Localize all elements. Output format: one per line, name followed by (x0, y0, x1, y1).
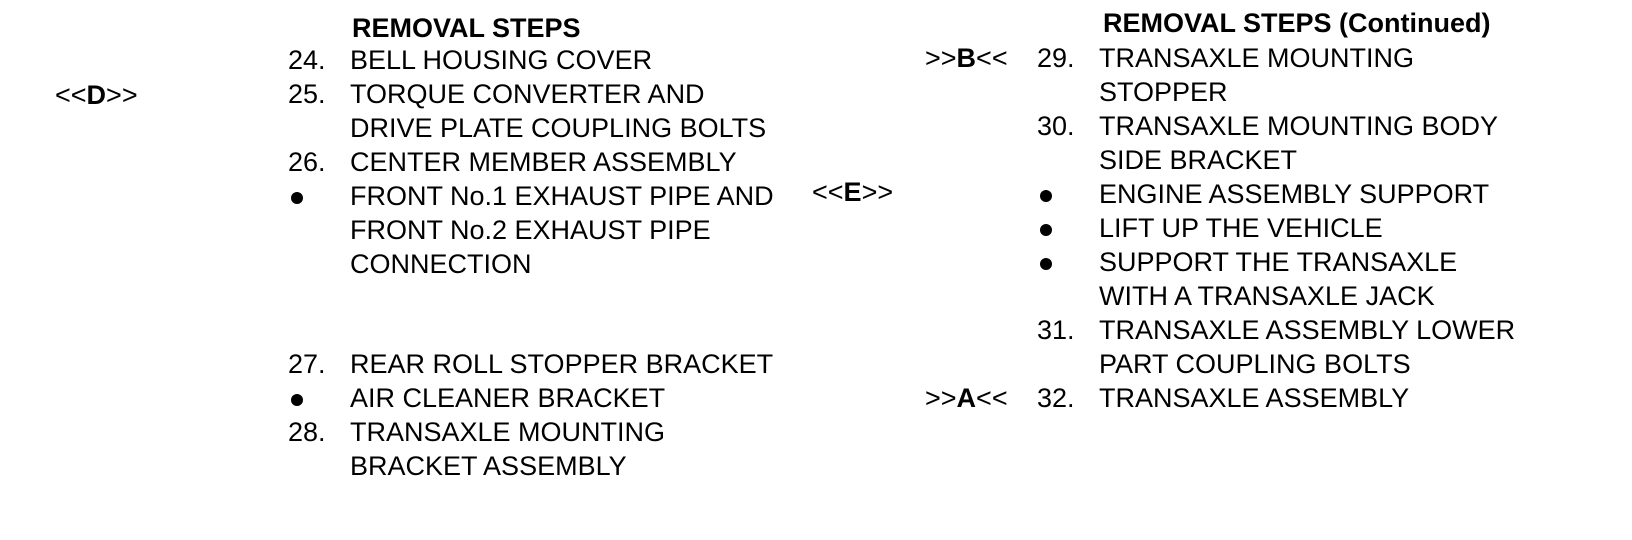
marker-letter: D (86, 80, 107, 110)
step-text: PART COUPLING BOLTS (1099, 349, 1411, 379)
step-text: ENGINE ASSEMBLY SUPPORT (1099, 179, 1490, 209)
step-number: 28. (288, 417, 326, 447)
step-text: SIDE BRACKET (1099, 145, 1298, 175)
step-row: 24. BELL HOUSING COVER (288, 43, 774, 77)
step-row: 26. CENTER MEMBER ASSEMBLY (288, 145, 774, 179)
step-row: ENGINE ASSEMBLY SUPPORT (1037, 177, 1515, 211)
bullet-icon (1037, 177, 1099, 211)
step-text: CONNECTION (350, 249, 532, 279)
step-number: 24. (288, 45, 326, 75)
step-text: BELL HOUSING COVER (350, 45, 653, 75)
step-text: AIR CLEANER BRACKET (350, 383, 666, 413)
step-row: SIDE BRACKET (1037, 143, 1515, 177)
marker-suffix: << (976, 43, 1008, 73)
step-row: SUPPORT THE TRANSAXLE (1037, 245, 1515, 279)
step-number: 30. (1037, 111, 1075, 141)
step-row: 27. REAR ROLL STOPPER BRACKET (288, 347, 773, 381)
step-row: BRACKET ASSEMBLY (288, 449, 773, 483)
right-column-heading: REMOVAL STEPS (Continued) (1103, 8, 1491, 38)
step-text: FRONT No.1 EXHAUST PIPE AND (350, 181, 774, 211)
step-row: CONNECTION (288, 247, 774, 281)
step-text: TRANSAXLE MOUNTING BODY (1099, 111, 1499, 141)
step-text: TRANSAXLE ASSEMBLY LOWER (1099, 315, 1516, 345)
removal-marker-b: >>B<< (925, 41, 1008, 75)
step-number: 29. (1037, 43, 1075, 73)
step-number: 25. (288, 79, 326, 109)
step-text: TRANSAXLE MOUNTING (350, 417, 666, 447)
step-row: FRONT No.1 EXHAUST PIPE AND (288, 179, 774, 213)
left-column-heading: REMOVAL STEPS (352, 13, 581, 43)
step-text: TORQUE CONVERTER AND (350, 79, 705, 109)
removal-marker-d: <<D>> (55, 78, 138, 112)
marker-suffix: >> (861, 177, 894, 207)
step-text: CENTER MEMBER ASSEMBLY (350, 147, 737, 177)
step-row: 28. TRANSAXLE MOUNTING (288, 415, 773, 449)
step-row: AIR CLEANER BRACKET (288, 381, 773, 415)
step-text: TRANSAXLE ASSEMBLY (1099, 383, 1410, 413)
step-text: REAR ROLL STOPPER BRACKET (350, 349, 774, 379)
step-row: STOPPER (1037, 75, 1515, 109)
bullet-dot (291, 394, 303, 406)
removal-marker-a: >>A<< (925, 381, 1008, 415)
step-row: 30. TRANSAXLE MOUNTING BODY (1037, 109, 1515, 143)
step-text: DRIVE PLATE COUPLING BOLTS (350, 113, 767, 143)
step-row: 25. TORQUE CONVERTER AND (288, 77, 774, 111)
step-number: 26. (288, 147, 326, 177)
step-text: BRACKET ASSEMBLY (350, 451, 627, 481)
step-row: FRONT No.2 EXHAUST PIPE (288, 213, 774, 247)
step-number: 31. (1037, 315, 1075, 345)
step-row: LIFT UP THE VEHICLE (1037, 211, 1515, 245)
marker-letter: E (843, 177, 862, 207)
step-number: 32. (1037, 383, 1075, 413)
marker-suffix: >> (106, 80, 138, 110)
step-row: 31. TRANSAXLE ASSEMBLY LOWER (1037, 313, 1515, 347)
removal-marker-e: <<E>> (812, 175, 893, 209)
marker-suffix: << (976, 383, 1008, 413)
step-row: WITH A TRANSAXLE JACK (1037, 279, 1515, 313)
step-row: 32. TRANSAXLE ASSEMBLY (1037, 381, 1515, 415)
marker-letter: A (956, 383, 977, 413)
bullet-icon (288, 179, 350, 213)
left-steps-list-upper: 24. BELL HOUSING COVER 25. TORQUE CONVERTER… (288, 43, 774, 281)
step-text: WITH A TRANSAXLE JACK (1099, 281, 1435, 311)
bullet-dot (1040, 190, 1052, 202)
right-steps-list: 29. TRANSAXLE MOUNTING STOPPER 30. TRANSAXLE… (1037, 41, 1515, 415)
left-steps-list-lower: 27. REAR ROLL STOPPER BRACKET AIR CLEANER … (288, 347, 773, 483)
step-row: 29. TRANSAXLE MOUNTING (1037, 41, 1515, 75)
step-row: PART COUPLING BOLTS (1037, 347, 1515, 381)
step-number: 27. (288, 349, 326, 379)
bullet-dot (1040, 258, 1052, 270)
marker-prefix: << (812, 177, 844, 207)
step-text: TRANSAXLE MOUNTING (1099, 43, 1415, 73)
bullet-icon (288, 381, 350, 415)
step-text: FRONT No.2 EXHAUST PIPE (350, 215, 711, 245)
step-text: STOPPER (1099, 77, 1228, 107)
bullet-dot (1040, 224, 1052, 236)
step-text: SUPPORT THE TRANSAXLE (1099, 247, 1458, 277)
bullet-icon (1037, 211, 1099, 245)
step-row: DRIVE PLATE COUPLING BOLTS (288, 111, 774, 145)
bullet-dot (291, 192, 303, 204)
marker-prefix: << (55, 80, 87, 110)
bullet-icon (1037, 245, 1099, 279)
step-text: LIFT UP THE VEHICLE (1099, 213, 1383, 243)
marker-prefix: >> (925, 43, 957, 73)
marker-prefix: >> (925, 383, 957, 413)
marker-letter: B (956, 43, 977, 73)
